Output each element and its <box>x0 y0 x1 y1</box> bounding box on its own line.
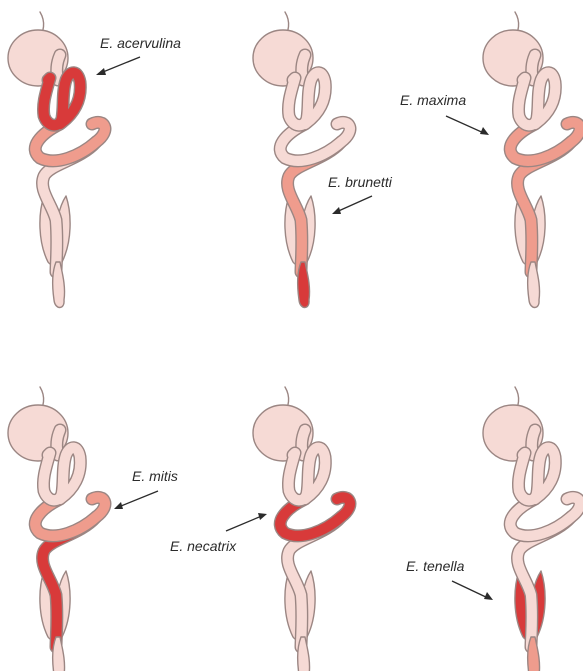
duodenum <box>518 448 555 501</box>
label-e-maxima: E. maxima <box>400 92 466 108</box>
proventriculus-connector <box>532 430 535 455</box>
tract-panel-e-mitis <box>8 387 105 671</box>
rectum <box>53 262 65 308</box>
duodenum <box>43 448 80 501</box>
arrow-e-tenella <box>452 581 493 600</box>
proventriculus-connector <box>532 55 535 80</box>
rectum <box>528 262 540 308</box>
label-e-mitis: E. mitis <box>132 468 178 484</box>
panels-layer <box>8 12 580 671</box>
rectum <box>528 637 540 671</box>
rectum <box>298 262 310 308</box>
label-e-tenella: E. tenella <box>406 558 465 574</box>
duodenum <box>43 73 80 126</box>
tract-panel-e-tenella <box>483 387 580 671</box>
label-e-brunetti: E. brunetti <box>328 174 393 190</box>
rectum <box>53 637 65 671</box>
proventriculus-connector <box>57 55 60 80</box>
arrow-e-mitis <box>114 491 158 509</box>
arrow-e-brunetti <box>332 196 372 214</box>
proventriculus-connector <box>302 430 305 455</box>
duodenum <box>288 448 325 501</box>
tract-panel-e-brunetti <box>253 12 350 308</box>
tract-panel-e-maxima <box>483 12 580 308</box>
arrow-e-maxima <box>446 116 489 135</box>
proventriculus-connector <box>302 55 305 80</box>
tract-panel-e-acervulina <box>8 12 105 308</box>
tract-panel-e-necatrix <box>253 387 350 671</box>
proventriculus-connector <box>57 430 60 455</box>
arrow-e-acervulina <box>96 57 140 75</box>
rectum <box>298 637 310 671</box>
label-e-acervulina: E. acervulina <box>100 35 181 51</box>
label-e-necatrix: E. necatrix <box>170 538 237 554</box>
arrow-e-necatrix <box>226 513 267 531</box>
duodenum <box>518 73 555 126</box>
duodenum <box>288 73 325 126</box>
